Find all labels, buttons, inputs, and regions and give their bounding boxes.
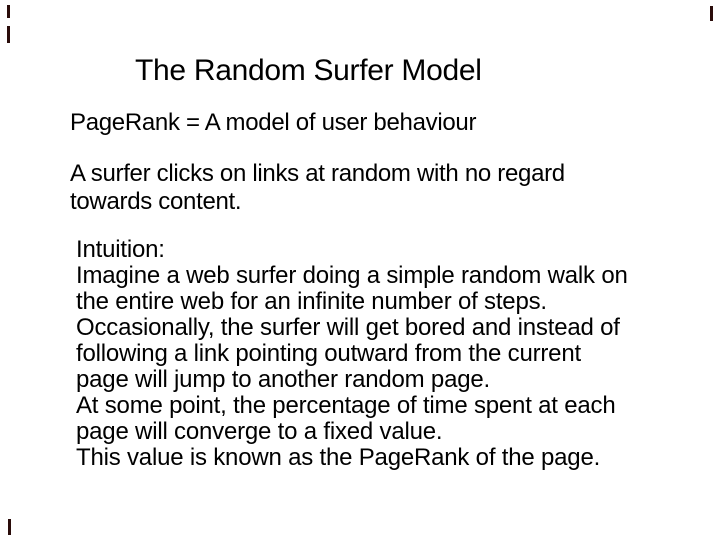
intuition-line: the entire web for an infinite number of… (76, 288, 547, 315)
statement-line: towards content. (70, 188, 242, 215)
intuition-line: Occasionally, the surfer will get bored … (76, 314, 620, 341)
intuition-line: This value is known as the PageRank of t… (76, 444, 601, 471)
surfer-statement-paragraph: A surfer clicks on links at random with … (70, 160, 565, 216)
intuition-heading: Intuition: (76, 236, 165, 263)
corner-artifact-icon (8, 519, 11, 535)
statement-line: A surfer clicks on links at random with … (70, 160, 565, 187)
corner-artifact-icon (7, 5, 10, 18)
intuition-line: At some point, the percentage of time sp… (76, 392, 616, 419)
intuition-line: following a link pointing outward from t… (76, 340, 581, 367)
intuition-line: Imagine a web surfer doing a simple rand… (76, 262, 628, 289)
intuition-line: page will jump to another random page. (76, 366, 490, 393)
intuition-line: page will converge to a fixed value. (76, 418, 443, 445)
pagerank-definition-text: PageRank = A model of user behaviour (70, 109, 477, 136)
intuition-paragraph: Intuition: Imagine a web surfer doing a … (76, 237, 628, 471)
corner-artifact-icon (7, 26, 10, 43)
slide-title: The Random Surfer Model (135, 54, 482, 87)
corner-artifact-icon (710, 6, 713, 21)
